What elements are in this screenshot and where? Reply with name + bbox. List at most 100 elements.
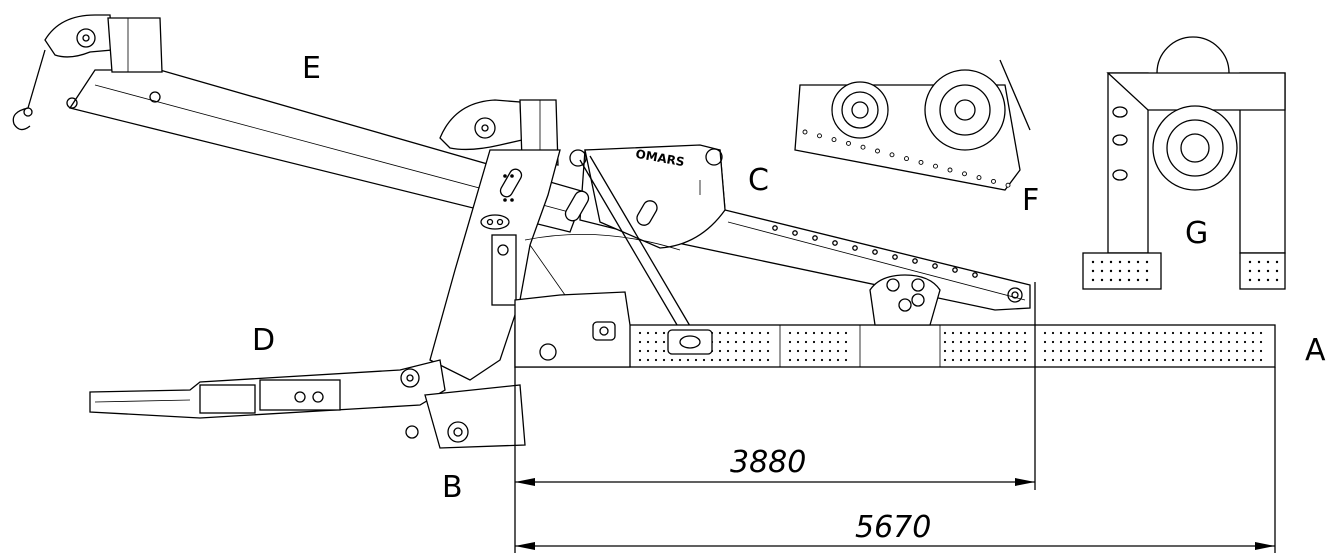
hole-mark xyxy=(1043,340,1047,344)
hole-mark xyxy=(1155,340,1159,344)
hole-mark xyxy=(638,340,642,344)
hole-mark xyxy=(1275,260,1279,264)
hole-mark xyxy=(1107,331,1111,335)
hole-mark xyxy=(1083,349,1087,353)
hole-mark xyxy=(742,349,746,353)
hole-mark xyxy=(1259,349,1263,353)
hole-mark xyxy=(1136,260,1140,264)
hole-mark xyxy=(991,178,996,184)
hole-mark xyxy=(999,358,1003,362)
hole-mark xyxy=(943,340,947,344)
hole-mark xyxy=(959,349,963,353)
hole-mark xyxy=(758,331,762,335)
hole-mark xyxy=(975,331,979,335)
hole-mark xyxy=(1179,349,1183,353)
hole-mark xyxy=(766,340,770,344)
hole-mark xyxy=(734,349,738,353)
hole-mark xyxy=(1099,358,1103,362)
hole-mark xyxy=(1123,340,1127,344)
hole-mark xyxy=(734,358,738,362)
hole-mark xyxy=(1115,358,1119,362)
hole-mark xyxy=(1145,269,1149,273)
label-d: D xyxy=(252,323,275,358)
hole-mark xyxy=(1163,349,1167,353)
hole-mark xyxy=(788,358,792,362)
hole-mark xyxy=(718,358,722,362)
underlift-d xyxy=(89,359,526,449)
hole-mark xyxy=(796,331,800,335)
hole-mark xyxy=(812,358,816,362)
hole-mark xyxy=(1123,358,1127,362)
hole-mark xyxy=(943,358,947,362)
hole-mark xyxy=(1251,349,1255,353)
label-f: F xyxy=(1022,183,1039,218)
hole-mark xyxy=(1091,358,1095,362)
upper-boom-e xyxy=(12,14,586,233)
hole-mark xyxy=(1023,349,1027,353)
hole-mark xyxy=(1275,278,1279,282)
hole-mark xyxy=(828,331,832,335)
dimension-lines: 3880 5670 xyxy=(514,282,1276,553)
hole-mark xyxy=(742,331,746,335)
hole-mark xyxy=(991,331,995,335)
hole-mark xyxy=(718,331,722,335)
hole-mark xyxy=(812,349,816,353)
hole-mark xyxy=(1147,331,1151,335)
label-b: B xyxy=(442,470,463,505)
hole-mark xyxy=(1131,331,1135,335)
hole-mark xyxy=(1171,358,1175,362)
hole-mark xyxy=(1243,331,1247,335)
hole-mark xyxy=(1059,340,1063,344)
hole-mark xyxy=(1109,260,1113,264)
hole-mark xyxy=(726,331,730,335)
hole-mark xyxy=(766,358,770,362)
hole-mark xyxy=(844,358,848,362)
hole-mark xyxy=(836,331,840,335)
hole-mark xyxy=(678,358,682,362)
hole-mark xyxy=(1127,278,1131,282)
hole-mark xyxy=(788,331,792,335)
hole-mark xyxy=(951,349,955,353)
hole-mark xyxy=(967,349,971,353)
hole-mark xyxy=(1115,340,1119,344)
hole-mark xyxy=(1107,358,1111,362)
hole-mark xyxy=(828,340,832,344)
lower-boom: OMARS xyxy=(569,144,1031,311)
hole-mark xyxy=(967,358,971,362)
hole-mark xyxy=(983,331,987,335)
hole-mark xyxy=(758,340,762,344)
hole-mark xyxy=(646,358,650,362)
hole-mark xyxy=(933,163,938,169)
hole-mark xyxy=(1219,349,1223,353)
hole-mark xyxy=(662,340,666,344)
hole-mark xyxy=(646,349,650,353)
hole-mark xyxy=(702,358,706,362)
hole-mark xyxy=(1163,358,1167,362)
hole-mark xyxy=(1075,340,1079,344)
hole-mark xyxy=(1155,349,1159,353)
hole-mark xyxy=(1145,278,1149,282)
hole-mark xyxy=(904,156,909,162)
hole-mark xyxy=(812,340,816,344)
hole-mark xyxy=(638,349,642,353)
hole-mark xyxy=(1179,331,1183,335)
hole-mark xyxy=(1235,349,1239,353)
hole-mark xyxy=(694,358,698,362)
hole-mark xyxy=(1115,349,1119,353)
chassis-frame xyxy=(514,274,1276,368)
hole-mark xyxy=(828,358,832,362)
hole-mark xyxy=(1251,358,1255,362)
hole-mark xyxy=(1083,331,1087,335)
hole-mark xyxy=(796,349,800,353)
hole-mark xyxy=(726,340,730,344)
hole-mark xyxy=(1219,358,1223,362)
hole-mark xyxy=(831,137,837,143)
hole-mark xyxy=(817,133,822,139)
hole-mark xyxy=(718,349,722,353)
hole-mark xyxy=(1107,340,1111,344)
detail-view-f xyxy=(794,59,1031,191)
hole-mark xyxy=(1211,349,1215,353)
hole-mark xyxy=(1155,358,1159,362)
hole-mark xyxy=(802,129,808,135)
hole-mark xyxy=(1100,278,1104,282)
